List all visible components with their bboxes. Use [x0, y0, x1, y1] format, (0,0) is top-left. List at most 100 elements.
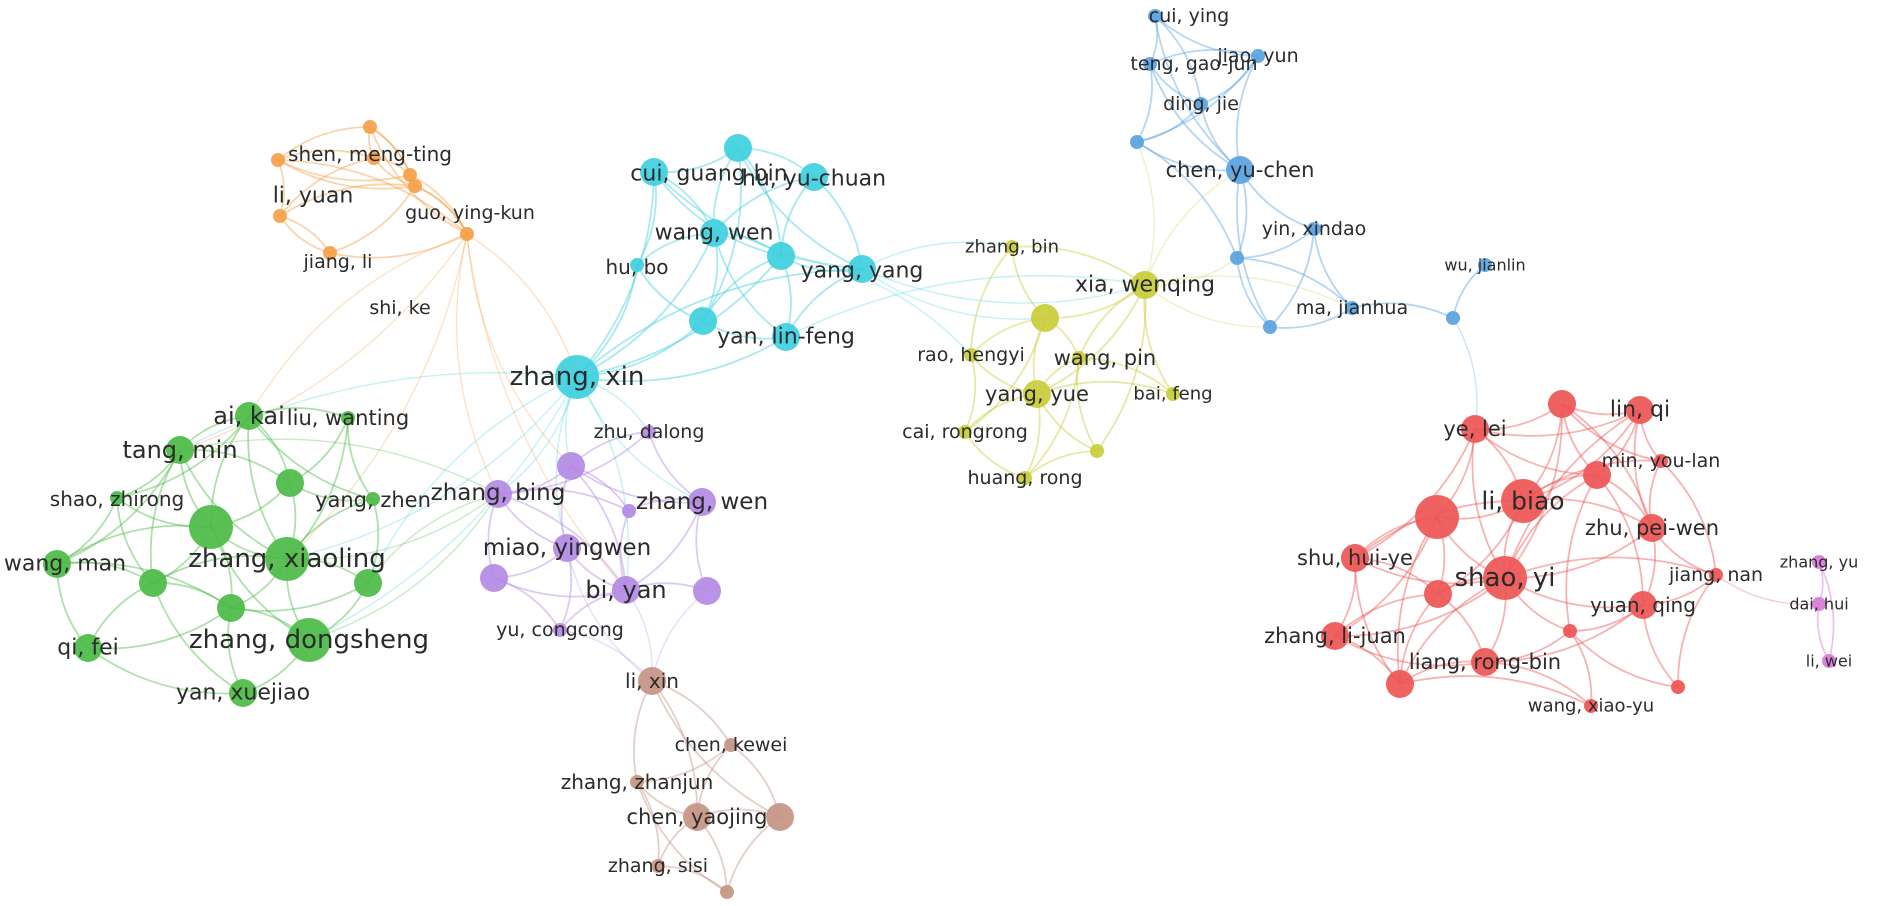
- author-node-zhang-bing[interactable]: [484, 480, 512, 508]
- author-node-cy-c[interactable]: [689, 307, 717, 335]
- author-node-or-b[interactable]: [408, 179, 422, 193]
- author-node-re-g[interactable]: [1671, 680, 1685, 694]
- author-node-wang-pin[interactable]: [1072, 351, 1086, 365]
- author-node-liu-wanting[interactable]: [341, 411, 355, 425]
- author-node-pu-d[interactable]: [693, 577, 721, 605]
- author-node-gr-d[interactable]: [217, 594, 245, 622]
- author-node-jiao-yun[interactable]: [1251, 49, 1265, 63]
- coauthor-link: [277, 126, 371, 161]
- author-node-shao-zhirong[interactable]: [110, 491, 124, 505]
- author-node-yan-xuejiao[interactable]: [229, 679, 257, 707]
- author-node-shen-meng-ting[interactable]: [363, 120, 377, 134]
- author-node-wang-wen[interactable]: [700, 219, 728, 247]
- author-node-re-d[interactable]: [1424, 580, 1452, 608]
- author-node-yang-yue[interactable]: [1023, 380, 1051, 408]
- author-node-br-a[interactable]: [766, 803, 794, 831]
- author-node-cui-ying[interactable]: [1148, 9, 1162, 23]
- author-node-li-yuan[interactable]: [271, 153, 285, 167]
- author-node-wang-man[interactable]: [43, 550, 71, 578]
- author-node-pu-c[interactable]: [480, 564, 508, 592]
- author-node-lin-qi[interactable]: [1626, 396, 1654, 424]
- author-node-cai-rongrong[interactable]: [958, 425, 972, 439]
- author-node-or-a[interactable]: [367, 151, 381, 165]
- author-node-shu-hui-ye[interactable]: [1341, 544, 1369, 572]
- author-node-zhang-xin[interactable]: [555, 355, 599, 399]
- author-label-wu-jianlin: wu, jianlin: [1444, 256, 1525, 275]
- author-node-min-you-lan[interactable]: [1654, 454, 1668, 468]
- author-node-guo-ying-kun[interactable]: [403, 168, 417, 182]
- author-node-bl-c[interactable]: [1263, 320, 1277, 334]
- author-node-shi-ke[interactable]: [323, 246, 337, 260]
- author-node-zhang-sisi[interactable]: [651, 859, 665, 873]
- author-node-br-b[interactable]: [720, 885, 734, 899]
- author-node-pu-a[interactable]: [557, 452, 585, 480]
- author-node-gr-a[interactable]: [189, 505, 233, 549]
- author-node-miao-yingwen[interactable]: [553, 534, 581, 562]
- author-node-rao-hengyi[interactable]: [964, 348, 978, 362]
- author-node-bl-d[interactable]: [1446, 311, 1460, 325]
- author-node-wang-xiao-yu[interactable]: [1584, 699, 1598, 713]
- author-node-yan-lin-feng[interactable]: [772, 323, 800, 351]
- author-node-ye-lei[interactable]: [1461, 415, 1489, 443]
- author-node-zhu-dalong[interactable]: [642, 425, 656, 439]
- author-node-qi-fei[interactable]: [74, 634, 102, 662]
- author-node-li-biao[interactable]: [1501, 479, 1545, 523]
- author-node-wu-jianlin[interactable]: [1478, 258, 1492, 272]
- coauthor-link: [286, 233, 468, 560]
- author-node-li-wei[interactable]: [1822, 654, 1836, 668]
- author-node-ye-a[interactable]: [1031, 304, 1059, 332]
- author-node-ai-kai[interactable]: [235, 402, 263, 430]
- author-node-gr-b[interactable]: [276, 469, 304, 497]
- author-node-hu-yu-chuan[interactable]: [800, 163, 828, 191]
- author-node-jiang-li[interactable]: [273, 209, 287, 223]
- author-node-huang-rong[interactable]: [1018, 471, 1032, 485]
- author-node-yin-xindao[interactable]: [1307, 222, 1321, 236]
- author-node-zhu-pei-wen[interactable]: [1638, 514, 1666, 542]
- author-node-bl-a[interactable]: [1130, 135, 1144, 149]
- author-node-cy-b[interactable]: [767, 242, 795, 270]
- author-node-yang-yang[interactable]: [848, 255, 876, 283]
- author-node-liang-rong-bin[interactable]: [1471, 648, 1499, 676]
- author-node-cy-a[interactable]: [724, 134, 752, 162]
- author-node-zhang-xiaoling[interactable]: [265, 537, 309, 581]
- author-node-re-e[interactable]: [1386, 670, 1414, 698]
- author-node-xia-wenqing[interactable]: [1131, 271, 1159, 299]
- author-node-zhang-yu[interactable]: [1812, 555, 1826, 569]
- author-node-jiang-nan[interactable]: [1709, 568, 1723, 582]
- author-node-bi-yan[interactable]: [612, 576, 640, 604]
- author-label-bi-yan: bi, yan: [585, 576, 666, 604]
- author-node-re-a[interactable]: [1415, 495, 1459, 539]
- author-node-or-c[interactable]: [460, 227, 474, 241]
- author-node-ye-b[interactable]: [1090, 444, 1104, 458]
- author-node-re-c[interactable]: [1583, 461, 1611, 489]
- author-node-re-f[interactable]: [1563, 624, 1577, 638]
- author-node-zhang-wen[interactable]: [688, 488, 716, 516]
- author-node-li-xin[interactable]: [638, 667, 666, 695]
- author-node-dai-hui[interactable]: [1812, 597, 1826, 611]
- author-node-ding-jie[interactable]: [1194, 97, 1208, 111]
- author-node-cui-guang-bin[interactable]: [640, 158, 668, 186]
- coauthor-link: [1136, 63, 1153, 143]
- author-node-re-b[interactable]: [1548, 390, 1576, 418]
- author-node-gr-e[interactable]: [354, 569, 382, 597]
- author-node-teng-gao-jun[interactable]: [1143, 57, 1157, 71]
- author-node-yuan-qing[interactable]: [1629, 591, 1657, 619]
- author-node-gr-c[interactable]: [139, 569, 167, 597]
- author-node-chen-kewei[interactable]: [724, 738, 738, 752]
- author-node-yang-zhen[interactable]: [366, 492, 380, 506]
- author-node-bl-b[interactable]: [1230, 251, 1244, 265]
- author-node-zhang-dongsheng[interactable]: [287, 618, 331, 662]
- author-node-bai-feng[interactable]: [1166, 387, 1180, 401]
- author-node-zhang-zhanjun[interactable]: [630, 775, 644, 789]
- author-node-chen-yaojing[interactable]: [683, 803, 711, 831]
- author-node-pu-b[interactable]: [622, 504, 636, 518]
- author-node-chen-yu-chen[interactable]: [1226, 156, 1254, 184]
- author-node-hu-bo[interactable]: [630, 258, 644, 272]
- author-label-teng-gao-jun: teng, gao-jun: [1130, 53, 1257, 75]
- author-node-tang-min[interactable]: [166, 436, 194, 464]
- author-node-zhang-bin[interactable]: [1005, 240, 1019, 254]
- author-node-yu-congcong[interactable]: [553, 623, 567, 637]
- author-node-zhang-li-juan[interactable]: [1321, 622, 1349, 650]
- author-node-ma-jianhua[interactable]: [1345, 301, 1359, 315]
- author-node-shao-yi[interactable]: [1483, 556, 1527, 600]
